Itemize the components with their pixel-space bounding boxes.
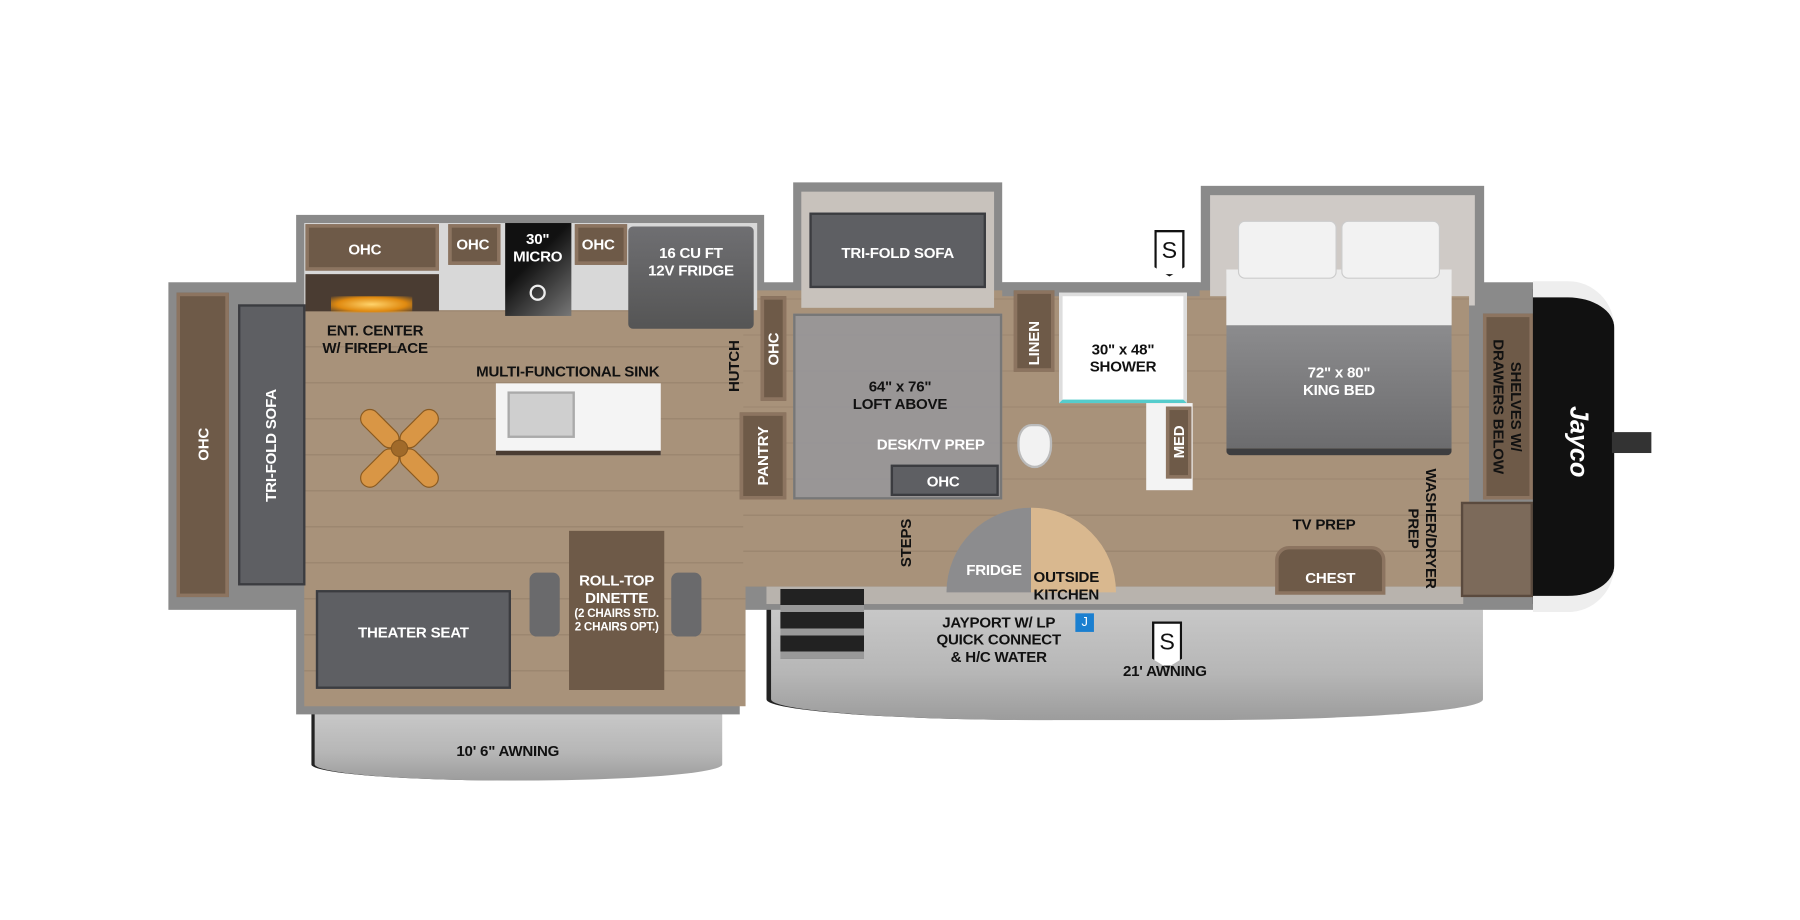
label-loft: 64" x 76" LOFT ABOVE: [852, 377, 948, 413]
label-main-awning: 21' AWNING: [1122, 662, 1207, 680]
ohc-cabinet: [305, 224, 439, 271]
label-washer-dryer: WASHER/DRYER PREP: [1405, 468, 1441, 589]
tri-fold-sofa-mid: [809, 212, 986, 289]
label-med: MED: [1170, 425, 1188, 459]
ohc-desk-cabinet: [890, 464, 999, 497]
label-shower: 30" x 48" SHOWER: [1089, 340, 1157, 376]
shelves-drawers: [1482, 313, 1533, 500]
jayport-badge: J: [1075, 613, 1094, 632]
fireplace-glow: [330, 296, 413, 313]
label-king-bed: 72" x 80" KING BED: [1302, 363, 1375, 399]
small-awning: [311, 710, 723, 781]
ohc-cabinet: [448, 224, 501, 265]
label-chest: CHEST: [1305, 569, 1356, 587]
label-tv-prep: TV PREP: [1292, 515, 1356, 534]
label-ohc: OHC: [194, 427, 212, 461]
hitch-pin: [1611, 432, 1652, 454]
pillow-icon: [1237, 220, 1337, 279]
linen-cabinet: [1013, 290, 1055, 372]
main-awning: [766, 604, 1483, 721]
label-dinette-note: (2 CHAIRS STD. 2 CHAIRS OPT.): [574, 607, 659, 635]
theater-seat: [315, 590, 511, 689]
label-pantry: PANTRY: [754, 426, 772, 486]
label-ohc: OHC: [456, 235, 490, 254]
pillow-icon: [1341, 220, 1441, 279]
label-jayport: JAYPORT W/ LP QUICK CONNECT & H/C WATER: [936, 613, 1061, 666]
refrigerator: [628, 226, 754, 329]
toilet-icon: [1017, 423, 1053, 469]
label-ohc: OHC: [348, 240, 382, 258]
pantry: [739, 412, 787, 500]
jayco-logo: Jayco: [1564, 405, 1594, 478]
ceiling-fan-icon: [360, 408, 439, 488]
ohc-cabinet: [574, 224, 628, 265]
ohc-cabinet-left: [176, 292, 229, 598]
label-ohc: OHC: [581, 235, 615, 254]
front-cap: [1532, 281, 1615, 613]
chair-icon: [671, 572, 702, 637]
medicine-cabinet: [1165, 406, 1192, 479]
label-micro: 30" MICRO: [513, 229, 563, 265]
shower: [1059, 292, 1187, 404]
label-outside-kitchen: OUTSIDE KITCHEN: [1033, 568, 1100, 603]
entry-steps: [780, 588, 865, 659]
tri-fold-sofa-left: [238, 304, 306, 586]
washer-dryer-closet: [1460, 501, 1533, 598]
label-ohc: OHC: [764, 332, 783, 366]
sink-icon: [507, 391, 575, 438]
ohc-cabinet-hutch: [760, 296, 787, 401]
label-shelves: SHELVES W/ DRAWERS BELOW: [1489, 339, 1525, 474]
label-tri-fold-sofa: TRI-FOLD SOFA: [841, 243, 955, 262]
cooktop-icon: [529, 284, 546, 301]
chest: [1275, 545, 1386, 595]
label-outside-fridge: FRIDGE: [966, 561, 1022, 579]
label-steps: STEPS: [897, 518, 915, 568]
label-tri-fold-sofa: TRI-FOLD SOFA: [261, 389, 280, 502]
dinette-table: [569, 530, 665, 690]
label-fridge: 16 CU FT 12V FRIDGE: [648, 243, 734, 279]
label-hutch: HUTCH: [725, 340, 743, 393]
bed-duvet-top: [1226, 269, 1452, 326]
label-ent-center: ENT. CENTER W/ FIREPLACE: [322, 321, 428, 357]
stabilizer-icon: S: [1152, 621, 1183, 668]
chair-icon: [529, 572, 560, 637]
label-ohc: OHC: [926, 472, 960, 491]
label-sink: MULTI-FUNCTIONAL SINK: [476, 362, 660, 380]
stabilizer-icon: S: [1154, 229, 1185, 277]
label-desk: DESK/TV PREP: [876, 435, 985, 454]
label-linen: LINEN: [1024, 321, 1043, 366]
label-theater-seat: THEATER SEAT: [358, 623, 469, 642]
label-small-awning: 10' 6" AWNING: [456, 742, 560, 760]
label-dinette: ROLL-TOP DINETTE: [579, 571, 655, 607]
